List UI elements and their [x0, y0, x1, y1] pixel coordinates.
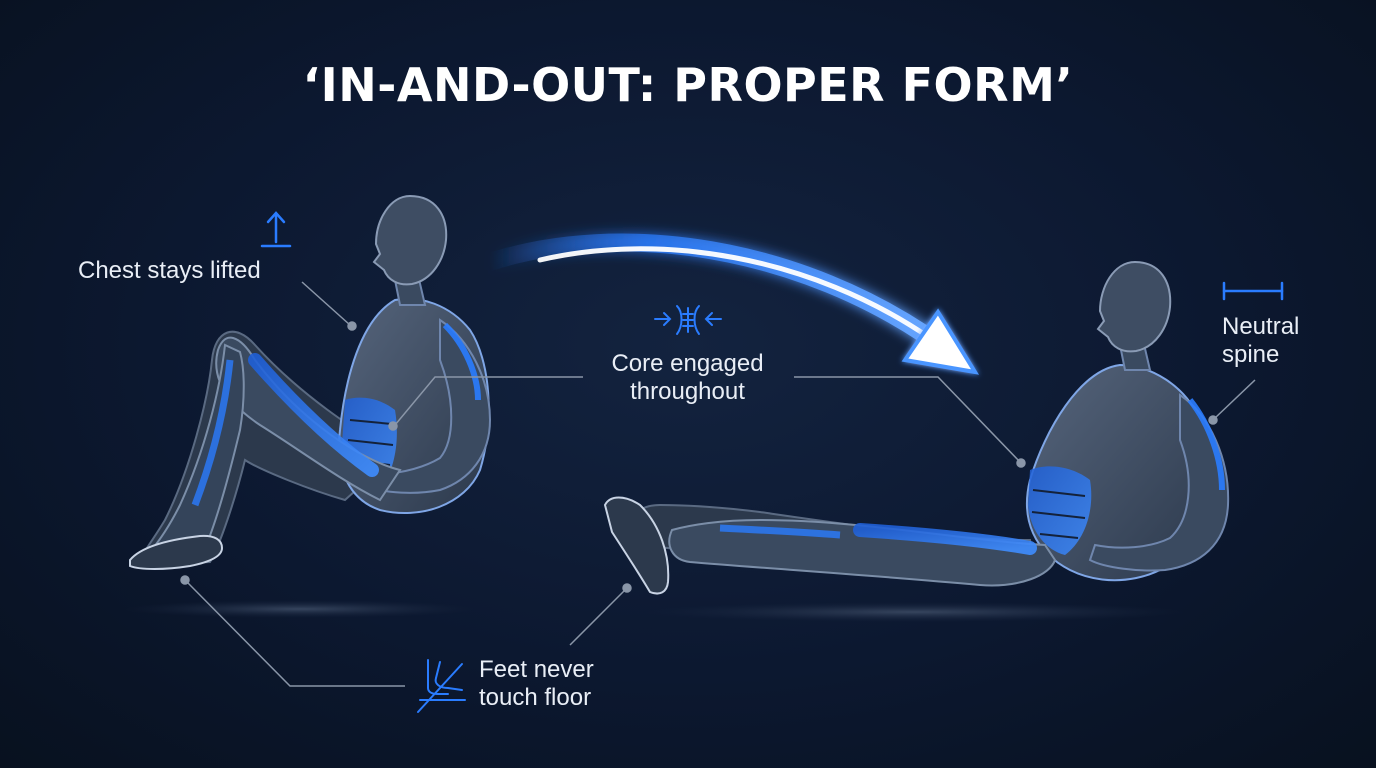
level-line-icon: [1222, 281, 1284, 301]
figure-tucked: [129, 194, 492, 570]
transition-arrow: [481, 233, 980, 375]
chest-annotation-label: Chest stays lifted: [78, 257, 261, 284]
feet-annotation-label: Feet never touch floor: [479, 656, 594, 711]
up-arrow-icon: [260, 211, 292, 248]
leader-lines: [180, 281, 1256, 687]
feet-off-floor-icon: [417, 659, 466, 713]
page-title: ‘IN-AND-OUT: PROPER FORM’: [302, 58, 1074, 112]
floor-shadow-right: [645, 602, 1185, 622]
arrow-head-icon: [901, 308, 980, 375]
core-annotation-label: Core engaged throughout: [611, 350, 764, 405]
floor-shadow-left: [125, 600, 475, 618]
figure-extended: [603, 260, 1230, 595]
spine-annotation-label: Neutral spine: [1222, 313, 1300, 368]
core-compress-icon: [654, 305, 722, 335]
